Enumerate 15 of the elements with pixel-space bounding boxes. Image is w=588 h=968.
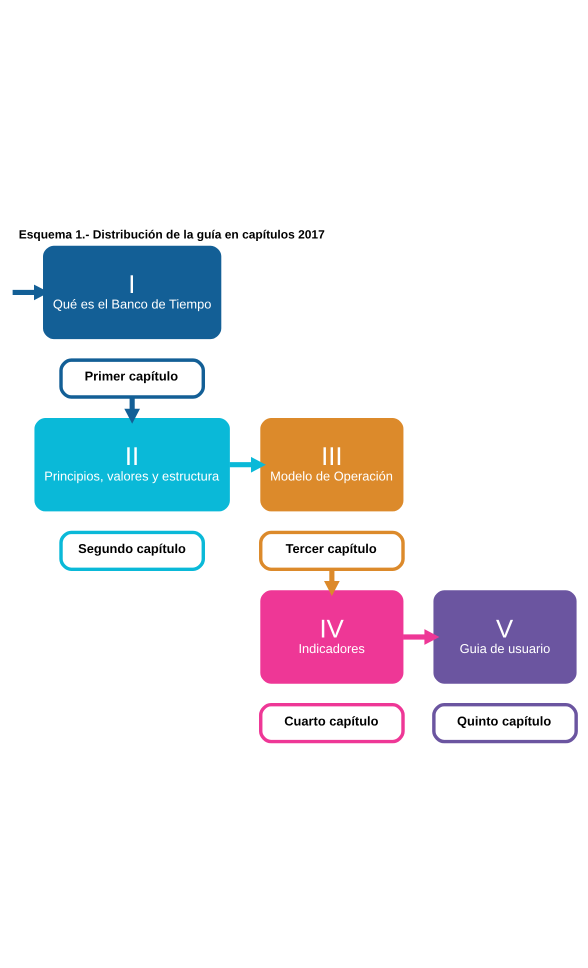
node-box: I Qué es el Banco de Tiempo [43,246,222,340]
node-box: Cuarto capítulo [259,703,405,744]
node-box: Quinto capítulo [432,703,578,744]
node-box: Tercer capítulo [259,530,405,571]
node-box: V Guia de usuario [433,590,577,684]
arrow [124,397,140,424]
diagram-title: Esquema 1.- Distribución de la guía en capítulos 2017 [18,228,325,242]
arrow [230,456,266,473]
node-box: Segundo capítulo [59,530,205,571]
arrow [324,570,340,596]
node-box: II Principios, valores y estructura [34,418,230,512]
node-box: III Modelo de Operación [260,418,404,512]
node-box: IV Indicadores [260,590,404,684]
arrow [403,629,440,645]
node-box: Primer capítulo [59,358,205,399]
